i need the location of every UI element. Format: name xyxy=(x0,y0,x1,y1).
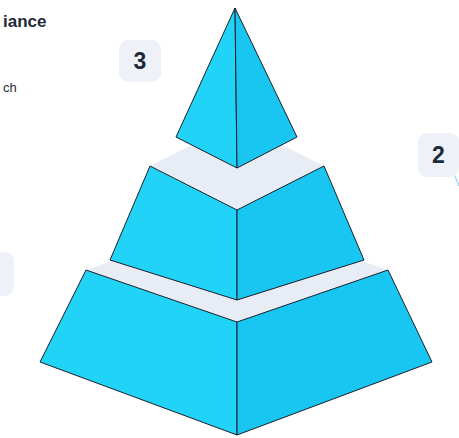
pyramid-tier-face xyxy=(237,166,364,300)
callout-number: 3 xyxy=(134,50,147,73)
body-text: ch xyxy=(3,80,17,95)
pyramid-tier-face xyxy=(40,270,237,435)
leader-line xyxy=(56,61,114,63)
leader-line xyxy=(455,176,459,186)
callout-badge: 2 xyxy=(418,133,459,177)
callout-number: 2 xyxy=(432,144,445,167)
pyramid-tier-face xyxy=(235,8,297,168)
section-heading: iance xyxy=(3,12,46,32)
pyramid-tier-face xyxy=(176,8,237,168)
pyramid-tier-face xyxy=(110,166,237,300)
callout-badge xyxy=(0,252,14,296)
callout-badge: 3 xyxy=(119,40,161,82)
pyramid-tier-face xyxy=(237,270,432,435)
